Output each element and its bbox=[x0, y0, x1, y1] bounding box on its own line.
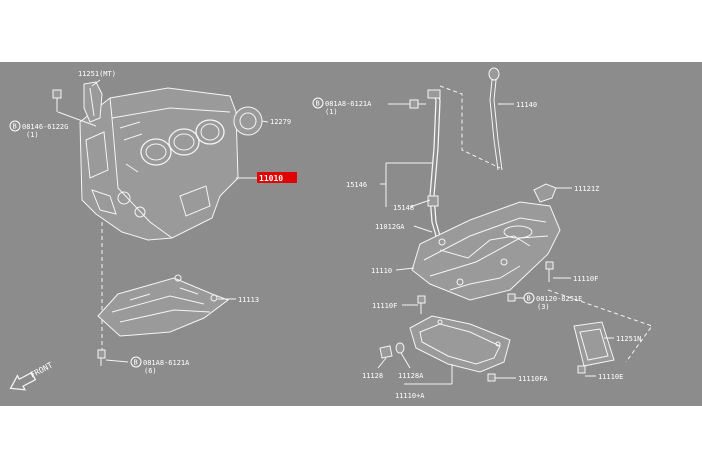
leader-08146 bbox=[57, 111, 97, 127]
label-12279[interactable]: 12279 bbox=[270, 118, 291, 126]
label-11140[interactable]: 11140 bbox=[516, 101, 537, 109]
bolt-11110fa[interactable] bbox=[487, 373, 496, 382]
washer-11128a[interactable] bbox=[395, 342, 405, 354]
leader-15148 bbox=[409, 199, 431, 208]
label-08146-qty: (1) bbox=[26, 131, 39, 139]
label-11110a[interactable]: 11110+A bbox=[395, 392, 425, 400]
leader-081a8-lower bbox=[105, 359, 129, 363]
crank-seal-bracket[interactable] bbox=[83, 81, 103, 123]
label-11110f-left[interactable]: 11110F bbox=[372, 302, 397, 310]
bolt-11110f-right[interactable] bbox=[545, 261, 554, 282]
label-11110[interactable]: 11110 bbox=[371, 267, 392, 275]
leader-11128a bbox=[400, 352, 411, 369]
highlight-11010 bbox=[257, 172, 297, 183]
oil-level-gauge-guide[interactable] bbox=[427, 89, 441, 237]
bolt-symbol-08120 bbox=[523, 292, 535, 304]
label-08120[interactable]: 08120-8251E bbox=[536, 295, 582, 303]
label-11121z[interactable]: 11121Z bbox=[574, 185, 599, 193]
front-arrow-icon bbox=[9, 371, 37, 391]
bolt-081a8-lower[interactable] bbox=[97, 349, 106, 366]
bolt-symbol-text: B bbox=[13, 123, 17, 131]
dashed-guide-cover bbox=[547, 289, 653, 363]
label-11012ga[interactable]: 11012GA bbox=[375, 223, 405, 231]
leader-12279 bbox=[261, 120, 269, 123]
bracket-11121z[interactable] bbox=[533, 183, 557, 203]
cylinder-block[interactable] bbox=[79, 87, 239, 241]
oil-pan-lower-11110a[interactable] bbox=[409, 315, 511, 373]
label-081a8-lower[interactable]: 081A8-6121A bbox=[143, 359, 190, 367]
cover-plate-11251n[interactable] bbox=[573, 321, 615, 367]
dashed-guide-dipstick bbox=[439, 85, 501, 169]
label-11251mt[interactable]: 11251(MT) bbox=[78, 70, 116, 78]
bolt-symbol-081a8-lower bbox=[130, 356, 142, 368]
label-11251n[interactable]: 11251N bbox=[616, 335, 641, 343]
label-15148[interactable]: 15148 bbox=[393, 204, 414, 212]
label-11110f-right[interactable]: 11110F bbox=[573, 275, 598, 283]
label-11128[interactable]: 11128 bbox=[362, 372, 383, 380]
leader-11110 bbox=[395, 267, 415, 271]
bolt-symbol-08146 bbox=[9, 120, 21, 132]
bolt-08120[interactable] bbox=[507, 293, 516, 302]
bolt-symbol-text: B bbox=[527, 295, 531, 303]
bolt-081a8-top[interactable] bbox=[409, 99, 426, 109]
label-08120-qty: (3) bbox=[537, 303, 550, 311]
leader-11251mt bbox=[91, 79, 101, 87]
label-11110fa[interactable]: 11110FA bbox=[518, 375, 548, 383]
label-081a8-top-qty: (1) bbox=[325, 108, 338, 116]
label-11113[interactable]: 11113 bbox=[238, 296, 259, 304]
label-11110e[interactable]: 11110E bbox=[598, 373, 623, 381]
bolt-symbol-text: B bbox=[316, 100, 320, 108]
leader-11128 bbox=[377, 357, 387, 369]
label-081a8-lower-qty: (6) bbox=[144, 367, 157, 375]
oil-seal-12279[interactable] bbox=[233, 106, 263, 136]
oil-pan-upper-11110[interactable] bbox=[411, 201, 561, 301]
leader-11012ga bbox=[413, 225, 433, 233]
baffle-plate-11113[interactable] bbox=[97, 274, 230, 337]
label-11010[interactable]: 11010 bbox=[259, 174, 283, 183]
drain-plug-11128[interactable] bbox=[379, 345, 393, 359]
bolt-11110f-left[interactable] bbox=[417, 295, 426, 314]
label-08146[interactable]: 08146-6122G bbox=[22, 123, 68, 131]
dipstick-11140[interactable] bbox=[488, 67, 503, 171]
bolt-11110e[interactable] bbox=[577, 365, 586, 374]
bolt-symbol-text: B bbox=[134, 359, 138, 367]
bolt-08146[interactable] bbox=[52, 89, 62, 112]
bolt-symbol-081a8-top bbox=[312, 97, 324, 109]
label-11128a[interactable]: 11128A bbox=[398, 372, 424, 380]
label-081a8-top[interactable]: 081A8-6121A bbox=[325, 100, 372, 108]
label-15146[interactable]: 15146 bbox=[346, 181, 367, 189]
